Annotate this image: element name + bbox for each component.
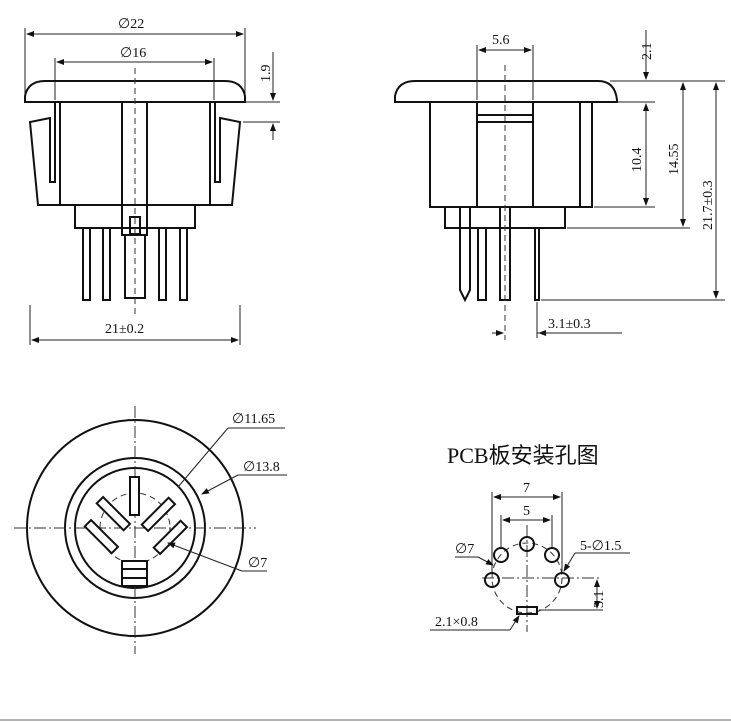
dim-slot-width: 5.6 xyxy=(492,33,510,48)
side-view: 5.6 2.1 10.4 14.55 21.7±0.3 3.1±0.3 xyxy=(394,30,725,340)
dim-holes: 5-∅1.5 xyxy=(580,539,621,554)
dim-slot-size: 2.1×0.8 xyxy=(435,615,478,630)
dim-pin-offset: 3.1±0.3 xyxy=(548,317,591,332)
dim-body: 10.4 xyxy=(630,148,645,173)
dim-flange: 2.1 xyxy=(640,43,655,61)
dim-total: 21.7±0.3 xyxy=(701,180,716,230)
dim-dia-11-65: ∅11.65 xyxy=(232,412,275,427)
dim-span-5: 5 xyxy=(523,504,530,519)
dim-slot-offset: 3.1 xyxy=(592,591,607,609)
dim-dia-16: ∅16 xyxy=(120,46,146,61)
dim-dia-13-8: ∅13.8 xyxy=(243,460,280,475)
pcb-title: PCB板安装孔图 xyxy=(447,443,599,468)
dim-pcb-pin-circle: ∅7 xyxy=(455,542,474,557)
dim-gap: 1.9 xyxy=(259,65,274,83)
dim-dia-22: ∅22 xyxy=(118,17,144,32)
bottom-view: ∅11.65 ∅13.8 ∅7 xyxy=(14,406,287,654)
dim-span-7: 7 xyxy=(523,481,530,496)
dim-base: 14.55 xyxy=(667,144,682,176)
front-view: ∅22 ∅16 21±0.2 1.9 xyxy=(24,17,280,345)
dim-pin-circle: ∅7 xyxy=(248,556,267,571)
pcb-layout: PCB板安装孔图 7 5 ∅7 5-∅1.5 3.1 2.1×0.8 xyxy=(430,443,630,632)
dim-width: 21±0.2 xyxy=(105,322,144,337)
